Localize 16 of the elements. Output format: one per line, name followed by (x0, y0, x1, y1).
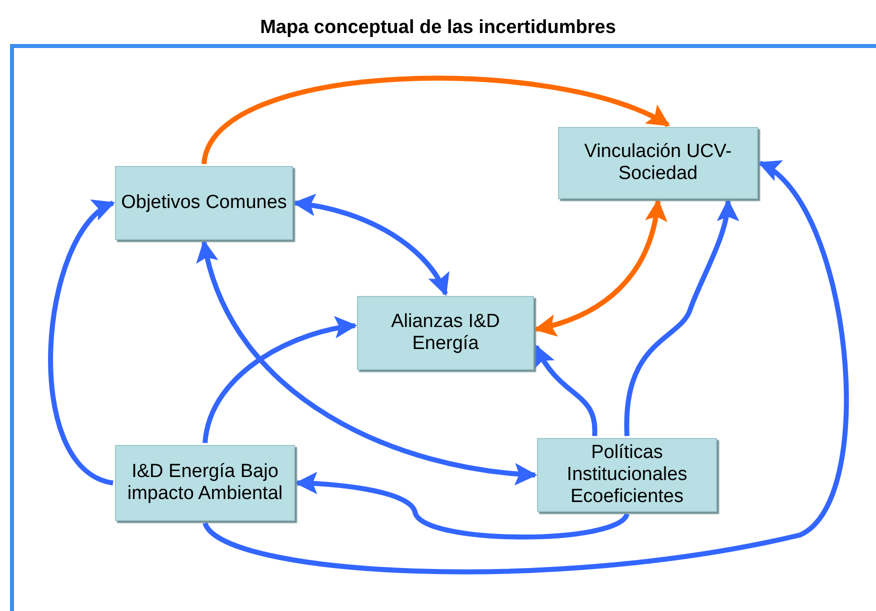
concept-box: Vinculación UCV-Sociedad (558, 127, 758, 199)
arrow (202, 76, 670, 165)
arrow (294, 472, 629, 540)
diagram-title: Mapa conceptual de las incertidumbres (259, 16, 617, 40)
concept-box: I&D Energía Bajo impacto Ambiental (115, 445, 295, 521)
arrow (534, 198, 666, 336)
concept-box: Alianzas I&D Energía (357, 296, 534, 370)
concept-box: Políticas Institucionales Ecoeficientes (537, 438, 717, 512)
arrow (534, 344, 598, 436)
concept-box: Objetivos Comunes (115, 166, 293, 240)
arrow (292, 194, 448, 296)
arrow (203, 160, 849, 574)
arrow (48, 200, 115, 486)
arrow (198, 240, 538, 485)
arrow (202, 317, 358, 444)
arrow (624, 198, 738, 436)
